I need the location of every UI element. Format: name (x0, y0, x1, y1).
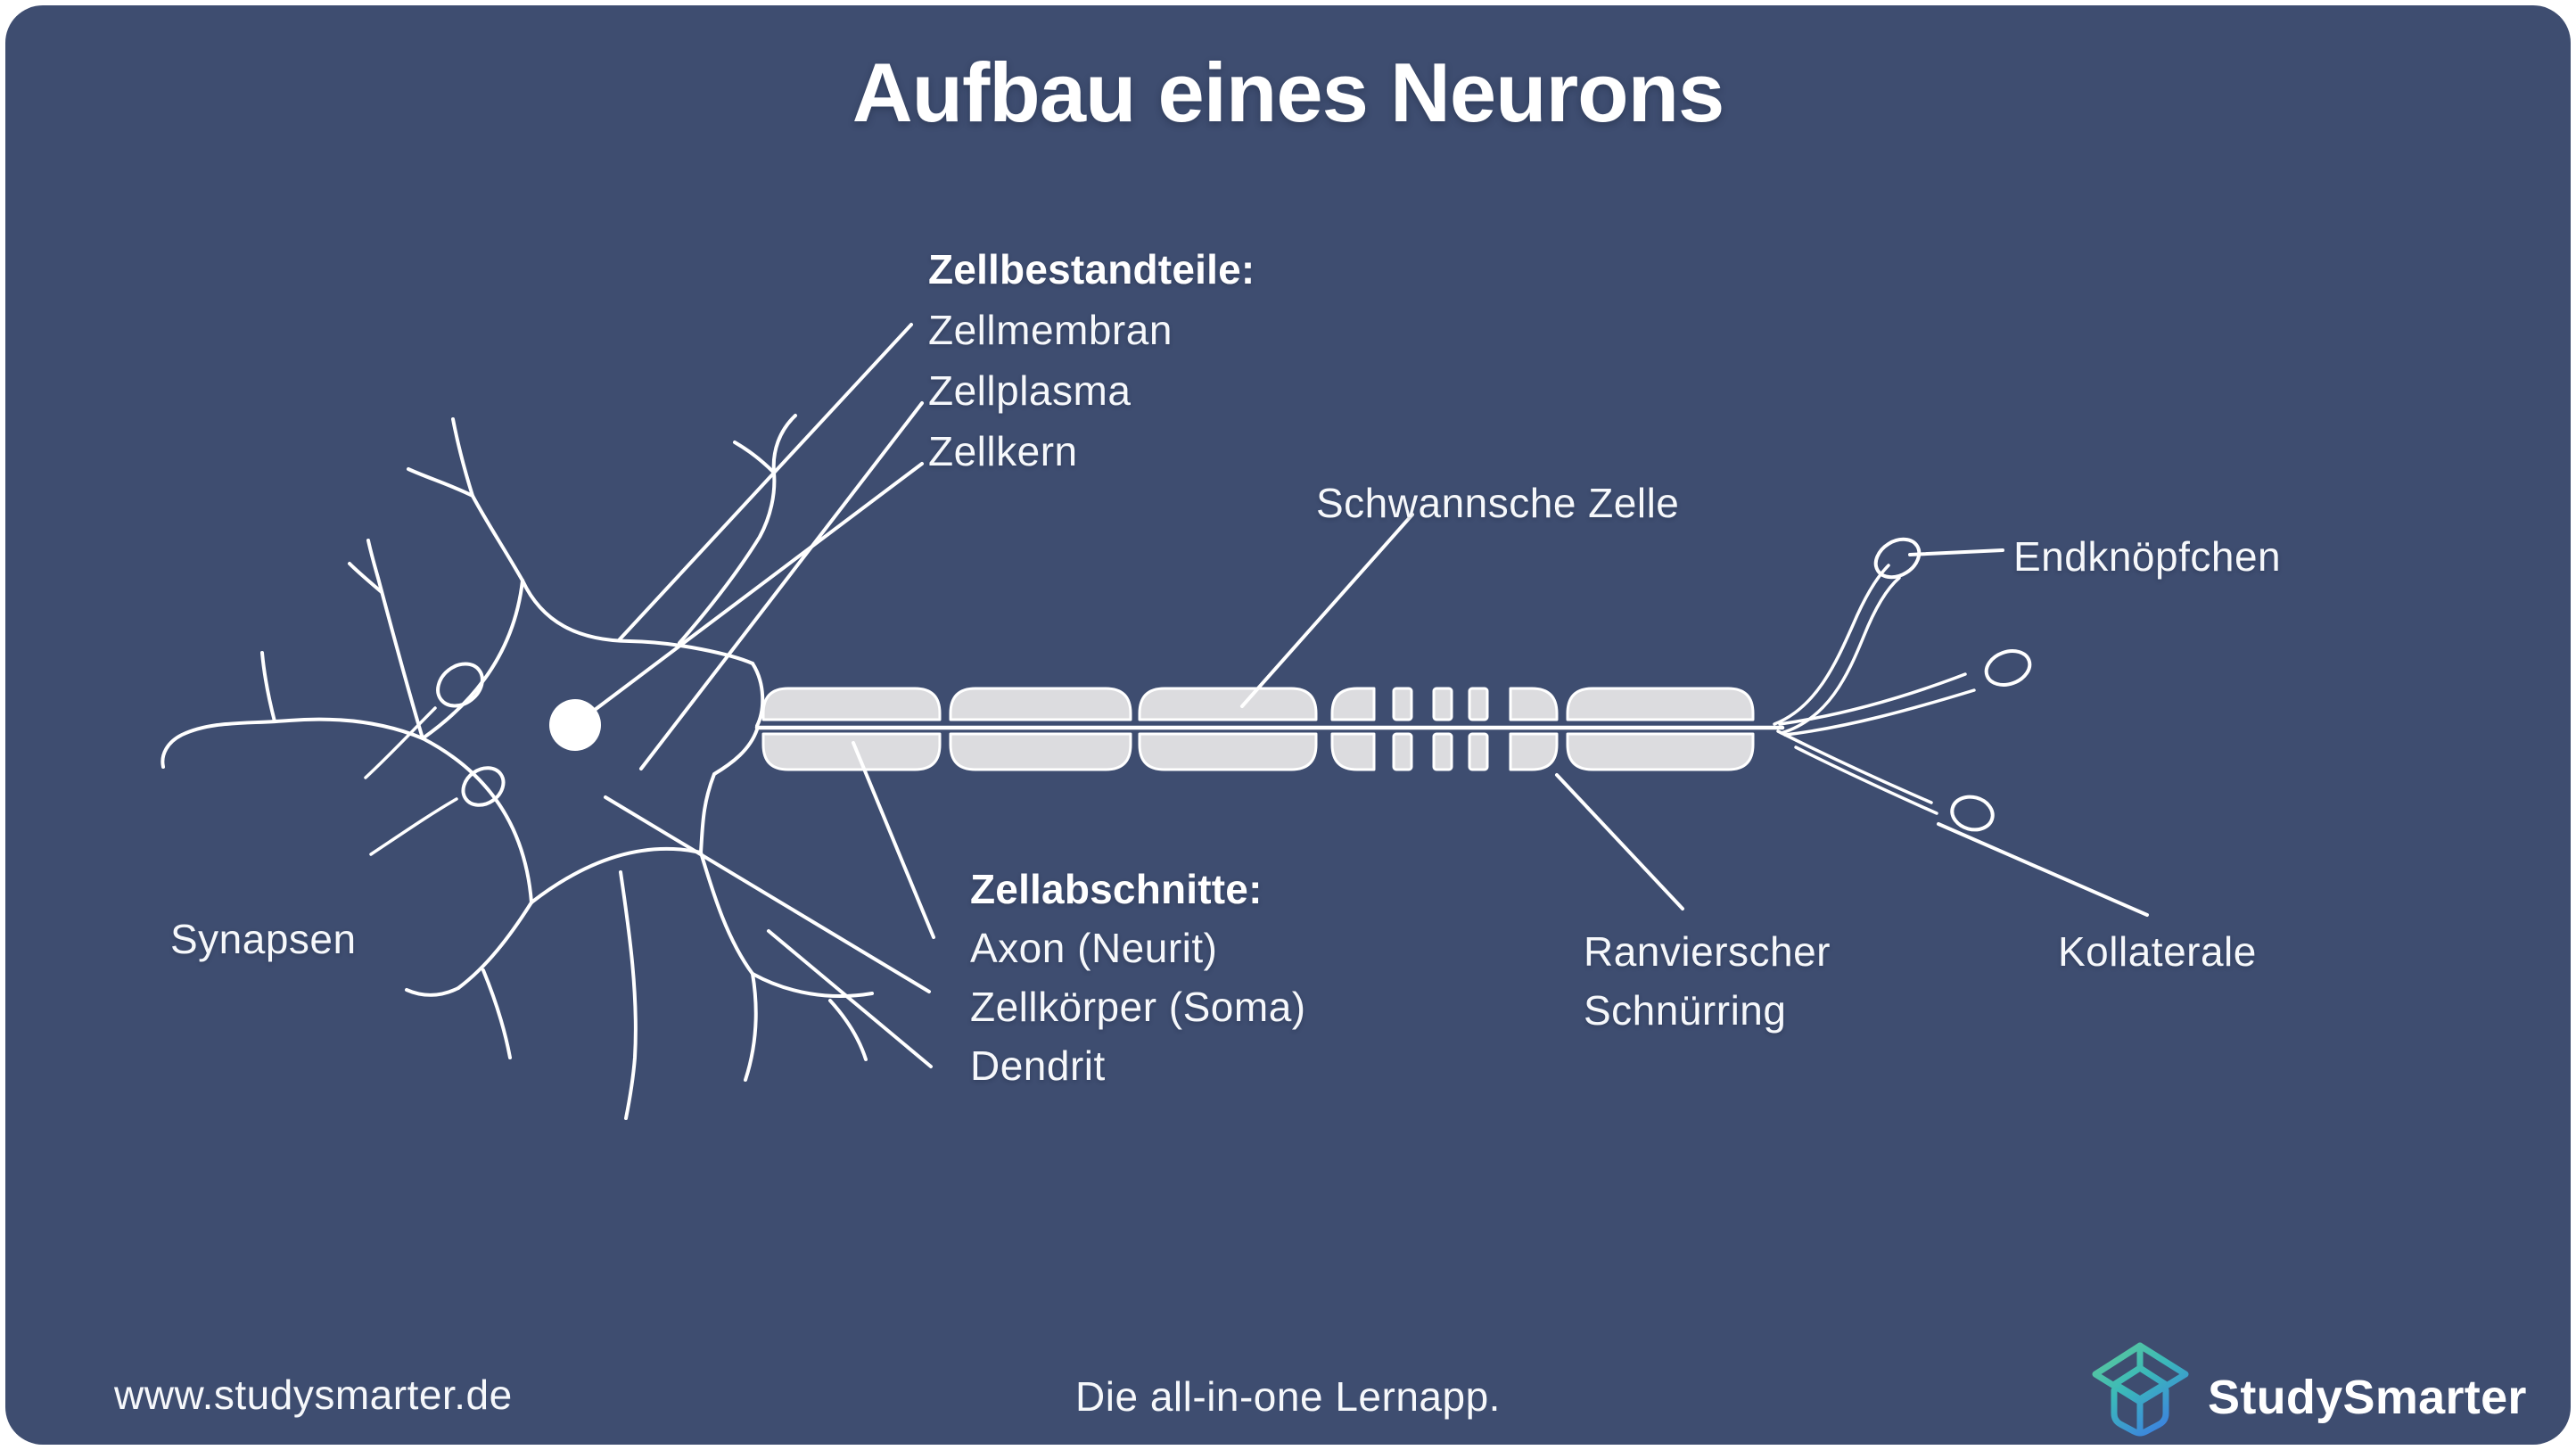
soma-outline (421, 579, 765, 904)
leader-axon (852, 741, 935, 939)
nucleus-zellkern (549, 699, 601, 751)
myelin-segment (1566, 732, 1755, 771)
label-zellplasma: Zellplasma (928, 367, 1132, 414)
synapse-fiber (364, 706, 437, 779)
myelin-segment (949, 732, 1132, 771)
myelin-lamella-bar (1468, 687, 1489, 721)
neuron-diagram (160, 323, 2149, 1120)
leader-dendrit (767, 929, 933, 1068)
label-ranvierscher-schnuerring: Ranvierscher Schnürring (1584, 922, 1831, 1040)
myelin-lamella-cap (1330, 732, 1376, 771)
myelin-sheath (761, 687, 1755, 771)
footer-tagline: Die all-in-one Lernapp. (1075, 1373, 1501, 1420)
axon-terminal (1773, 537, 2032, 832)
label-kollaterale: Kollaterale (2058, 928, 2257, 975)
myelin-segment (949, 687, 1132, 721)
cell-components-label: Zellbestandteile: Zellmembran Zellplasma… (928, 239, 1255, 482)
synapse-bouton (436, 662, 484, 708)
myelin-segment (1138, 687, 1318, 721)
leader-endknoepfchen (1908, 548, 2004, 556)
cell-sections-heading: Zellabschnitte: (970, 866, 1263, 912)
myelin-lamella-cap (1330, 687, 1376, 721)
myelin-segment (1566, 687, 1755, 721)
myelin-lamella-bar (1432, 687, 1453, 721)
page-title: Aufbau eines Neurons (852, 45, 1725, 139)
cell-sections-label: Zellabschnitte: Axon (Neurit) Zellkörper… (970, 860, 1306, 1095)
myelin-lamella-bar (1392, 687, 1413, 721)
label-zellkoerper: Zellkörper (Soma) (970, 984, 1306, 1030)
myelin-lamella-cap (1509, 732, 1559, 771)
footer-website: www.studysmarter.de (114, 1372, 513, 1418)
label-zellkern: Zellkern (928, 428, 1078, 474)
end-bulb (1873, 537, 1922, 580)
synapse-knobs (364, 662, 506, 856)
label-ranvierscher: Ranvierscher (1584, 928, 1831, 975)
end-bulb (1950, 795, 1995, 832)
leader-zellmembran (617, 323, 913, 642)
myelin-lamella-cap (1509, 687, 1559, 721)
myelin-lamella-bar (1392, 732, 1413, 771)
leader-zellplasma (639, 401, 924, 770)
leader-zellkern (593, 462, 924, 712)
footer-brand-name: StudySmarter (2208, 1371, 2527, 1424)
label-dendrit: Dendrit (970, 1042, 1106, 1089)
leader-ranvierscher-schnuerring (1555, 773, 1684, 910)
studysmarter-mortarboard-icon (2092, 1342, 2189, 1437)
label-axon: Axon (Neurit) (970, 925, 1218, 971)
label-zellmembran: Zellmembran (928, 307, 1173, 353)
myelin-segment (761, 732, 942, 771)
end-bulb (1984, 649, 2032, 687)
leader-kollaterale (1937, 822, 2149, 917)
myelin-lamella-bar (1432, 732, 1453, 771)
cell-components-heading: Zellbestandteile: (928, 246, 1255, 292)
leader-schwannsche-zelle (1240, 513, 1414, 708)
myelin-lamella-bar (1468, 732, 1489, 771)
label-schnuerring: Schnürring (1584, 987, 1787, 1034)
leader-zellkoerper (604, 795, 931, 993)
leader-lines (593, 323, 2149, 1068)
infographic-card: Aufbau eines Neurons Zellbestandteile: Z… (5, 5, 2571, 1445)
synapse-bouton (461, 766, 506, 807)
label-schwannsche-zelle: Schwannsche Zelle (1316, 480, 1680, 526)
label-endknoepfchen: Endknöpfchen (2013, 533, 2282, 580)
myelin-segment (761, 687, 942, 721)
synapse-fiber (369, 797, 458, 856)
dendrites (160, 414, 874, 1120)
myelin-segment (1138, 732, 1318, 771)
label-synapsen: Synapsen (170, 916, 357, 962)
